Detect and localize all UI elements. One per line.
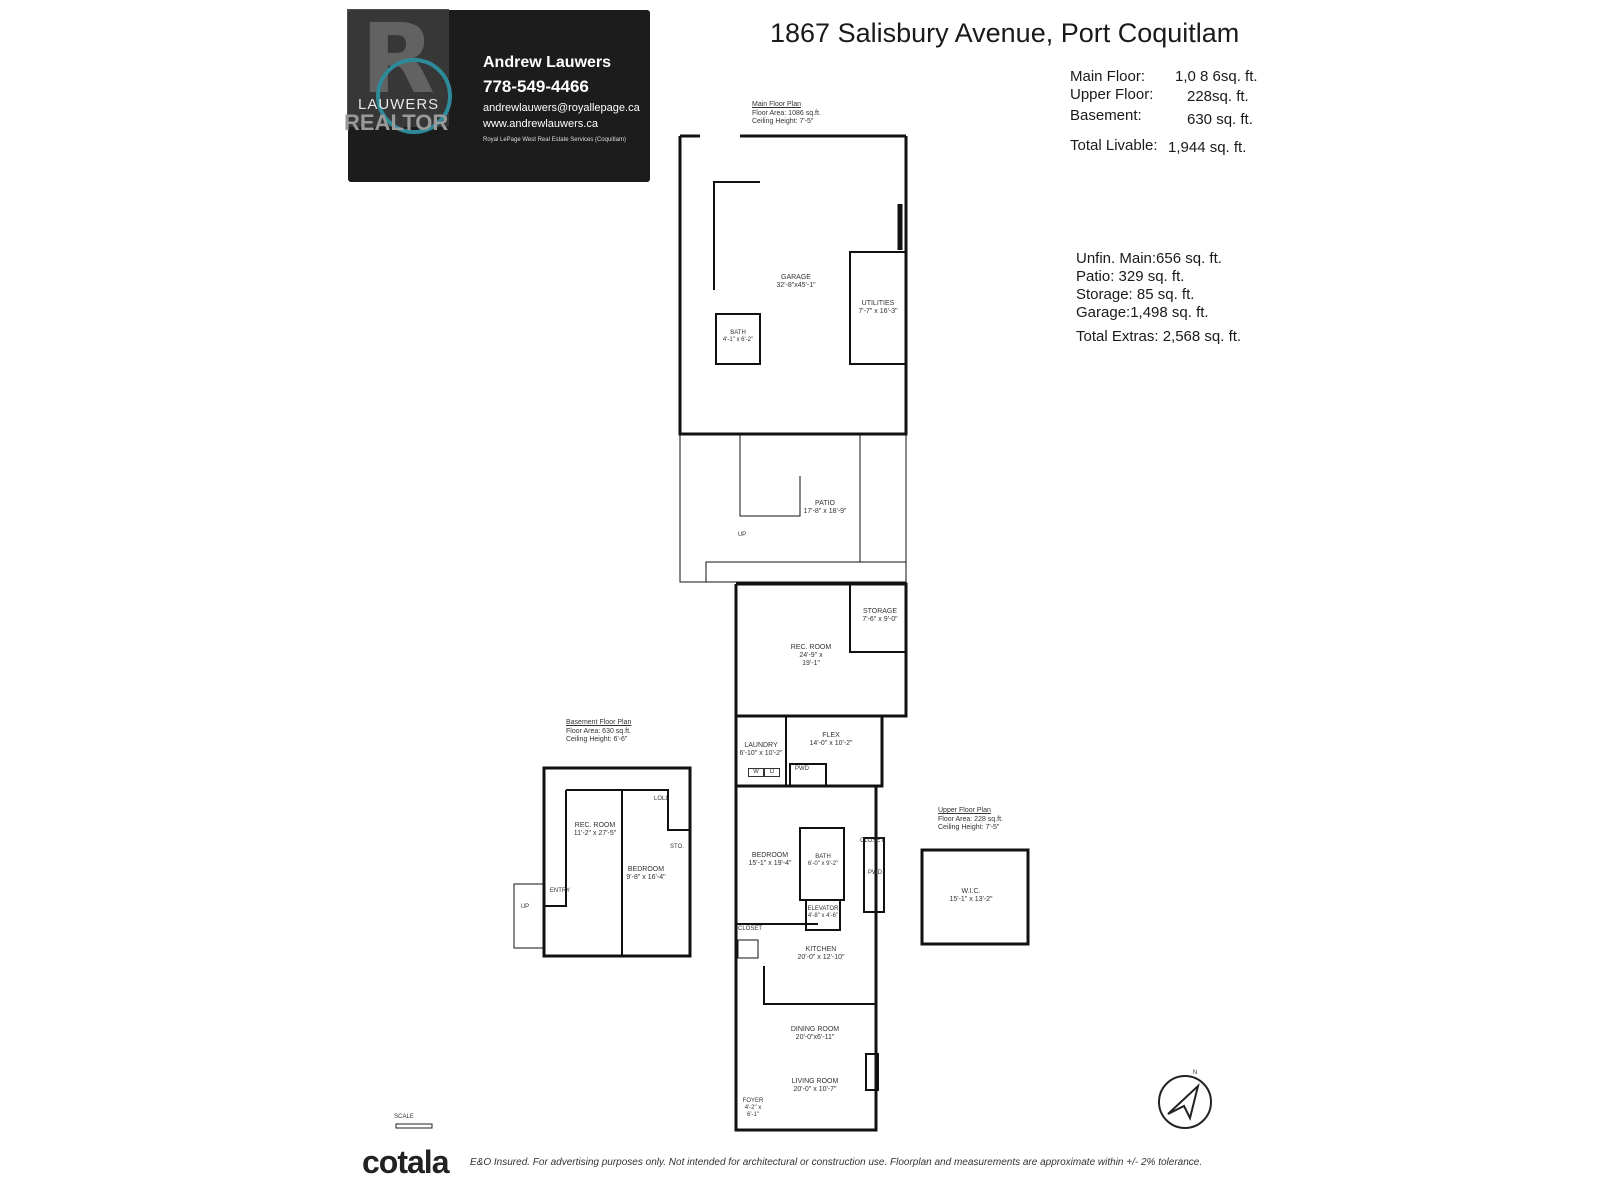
closet-pwd-wall [863,837,885,913]
closet2-wall [737,939,759,959]
agent-email: andrewlauwers@royallepage.ca [483,102,640,114]
patio-step [705,561,907,583]
north-label: N [1192,1070,1198,1076]
garage-stat: Garage:1,498 sq. ft. [1076,304,1209,321]
pwd2-label: PWD [868,870,882,876]
utilities-wall [849,251,907,365]
wic-label: W.I.C.15'-1" x 13'-2" [949,888,993,903]
upper-plan-title: Upper Floor Plan [938,807,991,814]
main-plan-area: Floor Area: 1086 sq.ft. [752,110,821,117]
basement-sto-label: STO. [670,844,684,850]
closet2-label: CLOSET [738,926,763,932]
fireplace [865,1053,879,1091]
basement-bedroom-wall [622,789,690,831]
basement-plan-area: Floor Area: 630 sq.ft. [566,728,631,735]
upper-wic-wall [920,848,1030,946]
basement-entry-label: ENTRY [549,888,571,894]
basement-stairs [513,883,545,949]
basement-entry-wall [544,790,567,907]
cotala-logo: cotala [362,1144,449,1180]
basement-inner-wall [566,789,623,956]
storage-stat: Storage: 85 sq. ft. [1076,286,1195,303]
total-extras-stat: Total Extras: 2,568 sq. ft. [1076,328,1242,345]
total-livable-label: Total Livable: [1070,137,1158,154]
basement-value: 630 sq. ft. [1187,111,1253,128]
total-livable-value: 1,944 sq. ft. [1168,139,1247,156]
garage-partition [713,181,760,290]
main-floor-label: Main Floor: [1070,68,1146,85]
elevator-wall [805,899,841,931]
basement-label: Basement: [1070,107,1142,124]
agent-brokerage: Royal LePage West Real Estate Services (… [483,137,626,143]
upper-floor-label: Upper Floor: [1070,86,1154,103]
agent-logo-text: LAUWERS [358,96,440,113]
agent-card: R LAUWERS REALTOR Andrew Lauwers 778-549… [344,9,650,182]
patio-up-label: UP [737,532,747,538]
pwd-label: PWD [795,766,809,772]
washer-icon: W [748,768,764,777]
agent-website: www.andrewlauwers.ca [483,118,598,130]
footer-disclaimer: E&O Insured. For advertising purposes on… [470,1157,1203,1168]
garage-bath-wall [715,313,761,365]
north-arrow-icon [1158,1075,1212,1129]
dryer-icon: D [764,768,780,777]
main-plan-title: Main Floor Plan [752,101,802,108]
upper-plan-area: Floor Area: 228 sq.ft. [938,816,1003,823]
upper-floor-value: 228sq. ft. [1187,88,1249,105]
pwd-wall [789,763,827,787]
basement-loll-label: LOLL [654,796,669,802]
closet-label: CLOSET [860,838,885,844]
patio-stat: Patio: 329 sq. ft. [1076,268,1185,285]
kitchen-counter [763,966,876,1005]
patio-outline [679,434,907,583]
agent-name: Andrew Lauwers [483,54,612,71]
storage-wall [849,584,906,653]
basement-plan-ceiling: Ceiling Height: 6'-6" [566,736,628,743]
scale-label: SCALE [394,1114,414,1120]
upper-plan-ceiling: Ceiling Height: 7'-5" [938,824,1000,831]
main-floor-value: 1,0 8 6sq. ft. [1175,68,1258,85]
agent-phone: 778-549-4466 [483,77,589,96]
lower-house-wall [734,786,878,1132]
unfin-main-stat: Unfin. Main:656 sq. ft. [1076,250,1222,267]
basement-plan-title: Basement Floor Plan [566,719,632,726]
realtor-logo-text: REALTOR [344,110,449,135]
property-address: 1867 Salisbury Avenue, Port Coquitlam [770,18,1240,48]
scale-bar-icon [395,1123,433,1129]
main-plan-ceiling: Ceiling Height: 7'-5" [752,118,814,125]
basement-up-label: UP [520,904,530,910]
agent-logo-circle-icon [376,58,452,134]
patio-inner [739,434,801,517]
